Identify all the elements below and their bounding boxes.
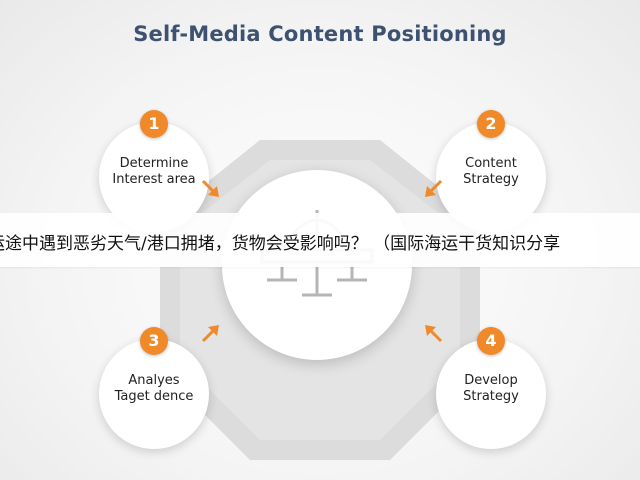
node-number-badge: 3 <box>140 327 168 355</box>
arrow-icon <box>201 325 219 343</box>
banner-text: 运途中遇到恶劣天气/港口拥堵，货物会受影响吗？ （国际海运干货知识分享 <box>0 234 561 254</box>
node-number-badge: 4 <box>477 327 505 355</box>
diagram-title: Self-Media Content Positioning <box>133 22 507 46</box>
node-label: Determine Interest area <box>112 156 196 187</box>
node-label: Develop Strategy <box>463 373 519 404</box>
node-analyze-target-audience: 3 Analyes Taget dence <box>99 327 209 449</box>
node-number-badge: 2 <box>477 110 505 138</box>
overlay-banner: 运途中遇到恶劣天气/港口拥堵，货物会受影响吗？ （国际海运干货知识分享 <box>0 213 640 267</box>
arrow-icon <box>425 179 443 197</box>
node-label: Analyes Taget dence <box>114 373 194 404</box>
node-label: Content Strategy <box>463 156 519 187</box>
arrow-icon <box>201 179 219 197</box>
arrow-icon <box>425 325 443 343</box>
node-develop-strategy: 4 Develop Strategy <box>436 327 546 449</box>
node-number-badge: 1 <box>140 110 168 138</box>
